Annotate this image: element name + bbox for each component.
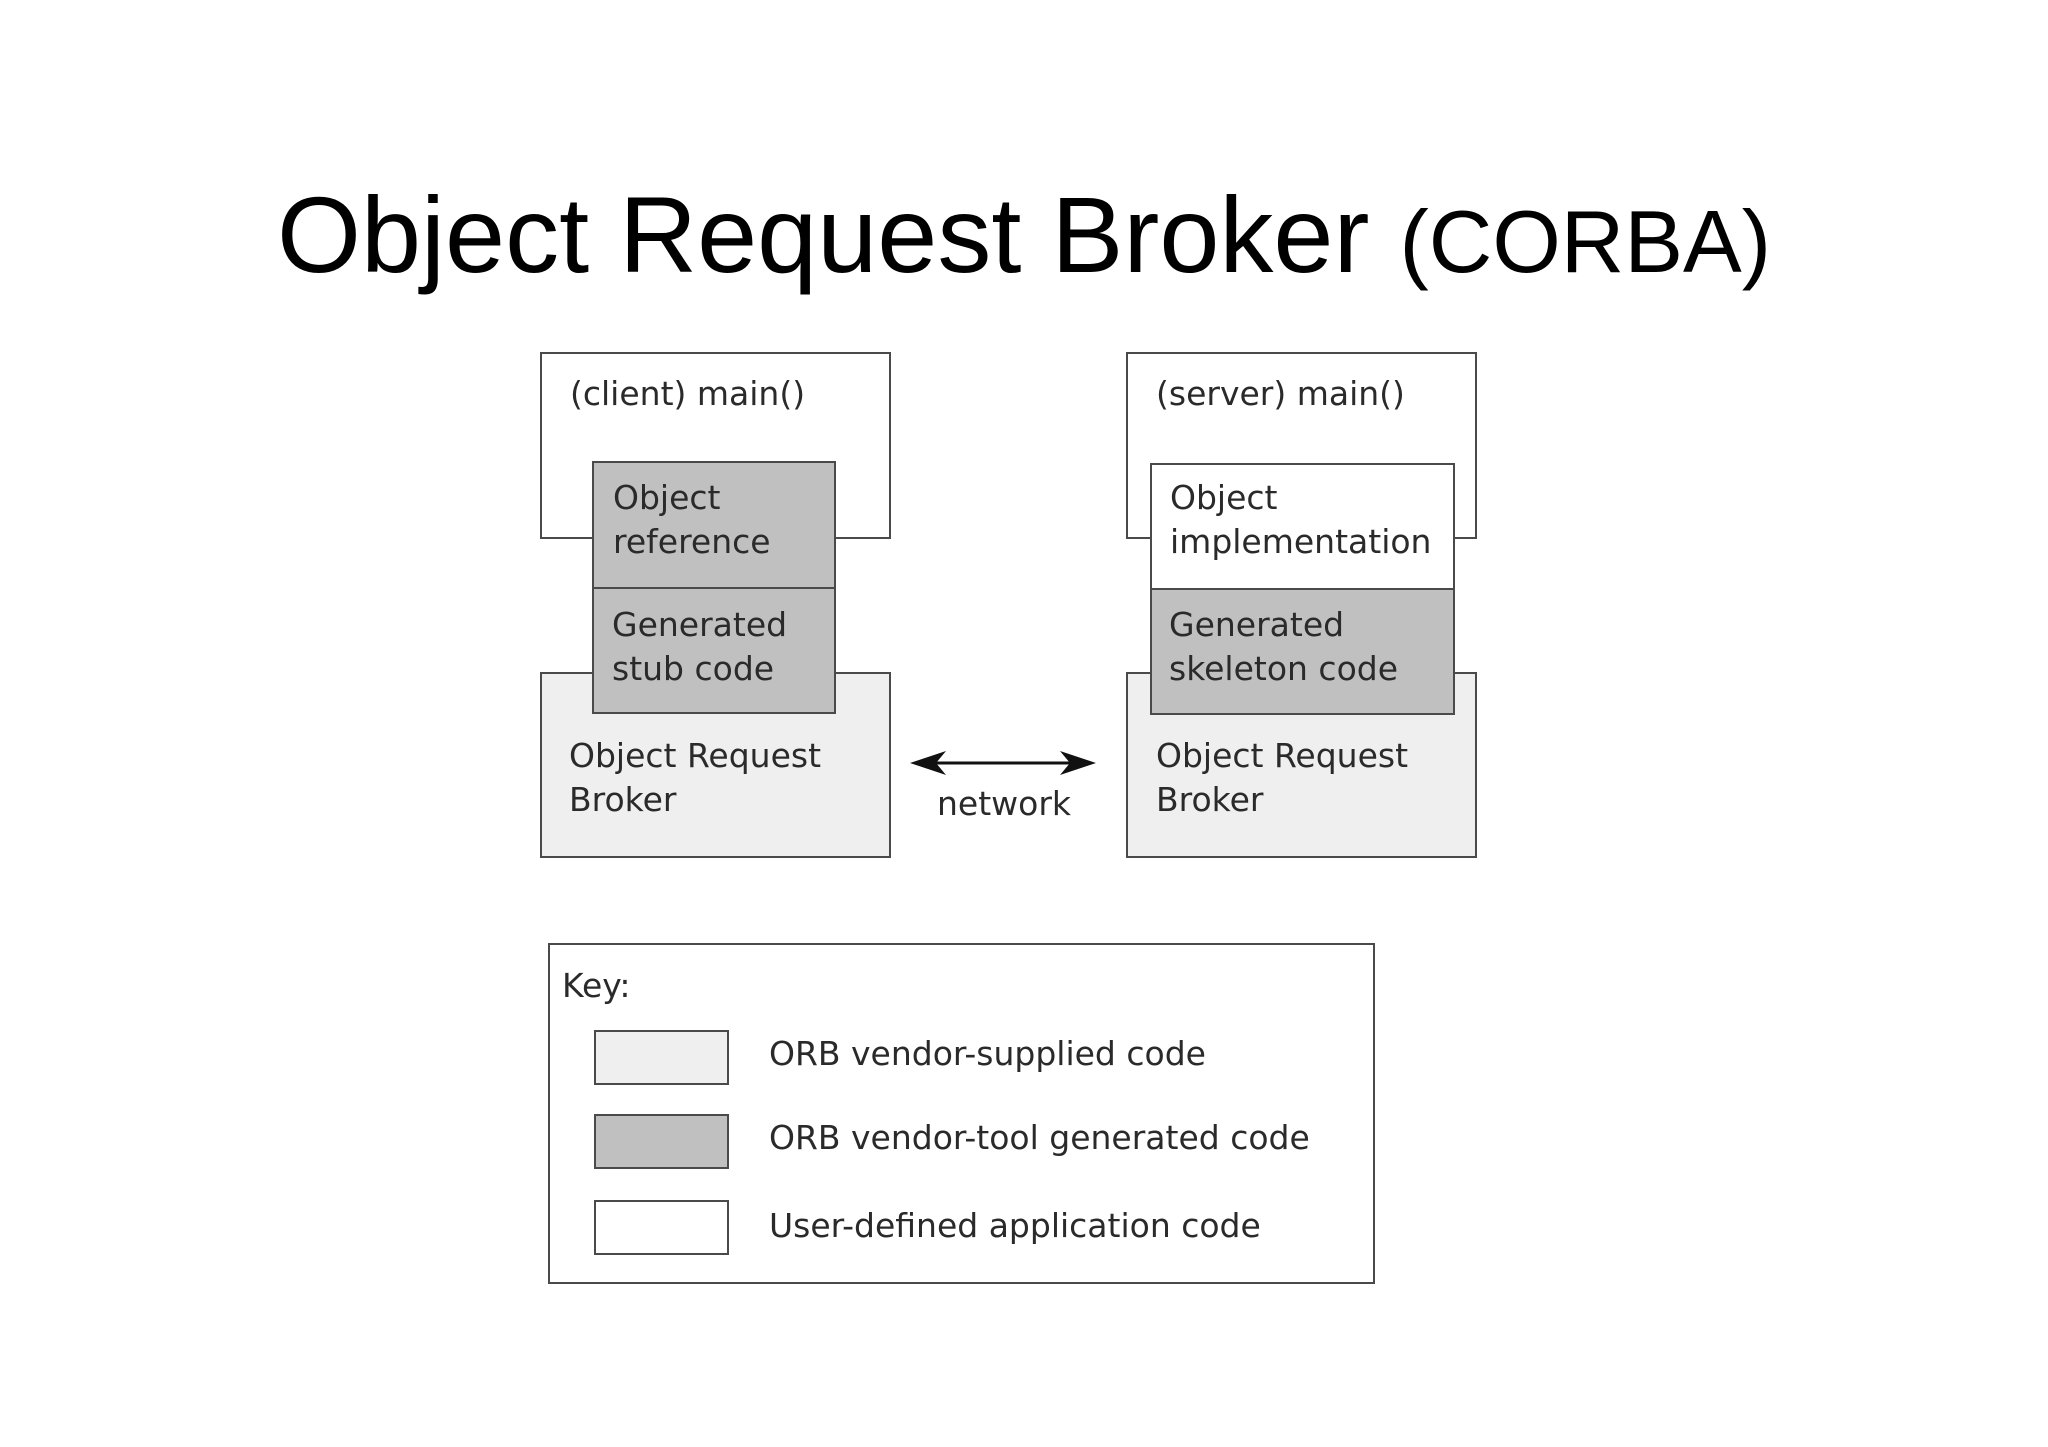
server-skeleton-code-box — [1150, 588, 1455, 715]
slide-title: Object Request Broker (CORBA) — [0, 170, 2048, 307]
key-label-vendor-supplied: ORB vendor-supplied code — [769, 1034, 1206, 1073]
server-skeleton-code-line1: Generated — [1169, 605, 1345, 644]
server-orb-line1: Object Request — [1156, 736, 1409, 775]
client-stub-code-line2: stub code — [612, 649, 775, 688]
server-skeleton-code-line2: skeleton code — [1169, 649, 1399, 688]
server-object-implementation-line1: Object — [1170, 478, 1278, 517]
key-title: Key: — [562, 966, 631, 1005]
client-object-reference-line1: Object — [613, 478, 721, 517]
server-main-label: (server) main() — [1156, 374, 1405, 413]
client-object-reference-line2: reference — [613, 522, 771, 561]
key-label-vendor-generated: ORB vendor-tool generated code — [769, 1118, 1310, 1157]
server-object-implementation-box — [1150, 463, 1455, 590]
title-main: Object Request Broker — [276, 174, 1370, 295]
network-arrow-head-right — [1060, 751, 1096, 775]
key-swatch-vendor-generated — [594, 1114, 729, 1169]
server-object-implementation-line2: implementation — [1170, 522, 1432, 561]
key-swatch-user-defined — [594, 1200, 729, 1255]
client-orb-line2: Broker — [569, 780, 677, 819]
network-label: network — [937, 784, 1072, 823]
client-stub-code-line1: Generated — [612, 605, 788, 644]
server-orb-line2: Broker — [1156, 780, 1264, 819]
key-swatch-vendor-supplied — [594, 1030, 729, 1085]
client-orb-line1: Object Request — [569, 736, 822, 775]
title-sub: (CORBA) — [1399, 192, 1772, 291]
client-stub-code-box — [592, 587, 836, 714]
key-label-user-defined: User-defined application code — [769, 1206, 1261, 1245]
network-arrow-head-left — [910, 751, 946, 775]
client-main-label: (client) main() — [570, 374, 806, 413]
